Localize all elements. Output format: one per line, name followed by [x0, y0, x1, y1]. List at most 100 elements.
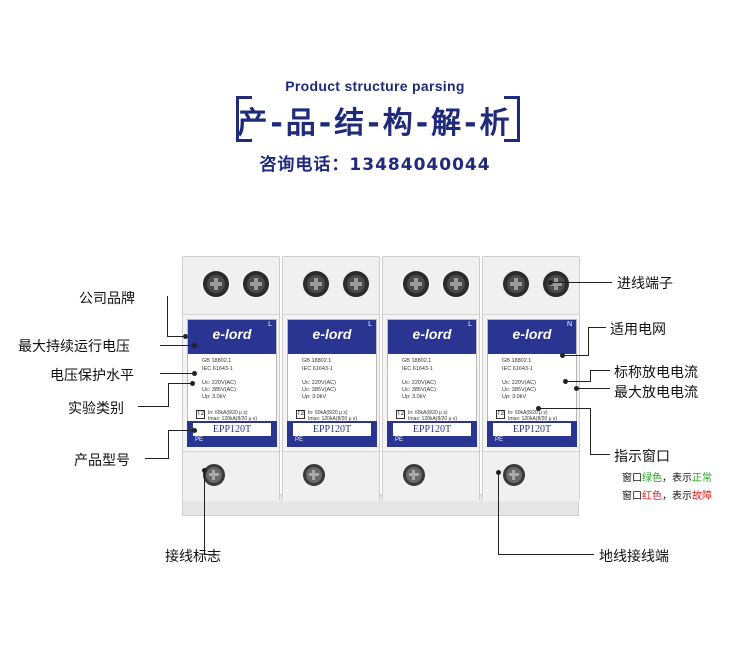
spec-uc-385: Uc: 385V(AC): [202, 387, 236, 393]
leader-line: [168, 383, 169, 407]
terminal-screw-icon: [343, 271, 369, 297]
top-terminal-block: [283, 257, 379, 315]
leader-dot: [192, 371, 197, 376]
current-specs: In: 60kA(8/20 μ s) Imax: 120kA(8/20 μ s): [208, 410, 276, 422]
label-brand-band: e-lord N: [488, 320, 576, 354]
leader-line: [168, 383, 192, 384]
spec-in: In: 60kA(8/20 μ s): [508, 410, 548, 416]
callout-wiring-mark: 接线标志: [165, 549, 221, 565]
callout-nominal-current: 标称放电电流: [614, 365, 698, 381]
top-terminal-block: [383, 257, 479, 315]
callout-model-number: 产品型号: [74, 453, 130, 469]
leader-line: [167, 336, 185, 337]
top-terminal-block: [183, 257, 279, 315]
model-band: EPP120T PE: [387, 421, 477, 447]
note-color-green: 绿色: [642, 473, 662, 484]
callout-indicator-window: 指示窗口: [614, 449, 670, 465]
callout-grid: 适用电网: [610, 322, 666, 338]
standard-iec: IEC 61643-1: [502, 366, 533, 372]
leader-line: [590, 454, 610, 455]
bottom-terminal-block: [483, 451, 579, 501]
pole-letter: L: [368, 321, 372, 328]
title-bracket-right: [504, 96, 520, 142]
voltage-specs: Uc: 220V(AC) Uc: 385V(AC) Up: 3.0kV: [302, 380, 374, 401]
leader-line: [590, 370, 591, 382]
spec-uc-385: Uc: 385V(AC): [402, 387, 436, 393]
contact-phone: 咨询电话：13484040044: [259, 155, 491, 175]
pe-mark: PE: [195, 437, 204, 443]
class-t2-mark: T2: [396, 410, 405, 419]
standard-gb: GB 18802.1: [402, 358, 432, 364]
pe-mark: PE: [295, 437, 304, 443]
note-status-fault: 故障: [692, 491, 712, 502]
model-number: EPP120T: [493, 423, 571, 436]
terminal-screw-icon: [243, 271, 269, 297]
pole-letter: N: [566, 321, 572, 328]
callout-test-class: 实验类别: [68, 401, 124, 417]
leader-line: [145, 458, 169, 459]
standard-iec: IEC 61643-1: [302, 366, 333, 372]
voltage-specs: Uc: 220V(AC) Uc: 385V(AC) Up: 3.0kV: [502, 380, 574, 401]
leader-line: [576, 388, 610, 389]
current-specs: In: 60kA(8/20 μ s) Imax: 120kA(8/20 μ s): [308, 410, 376, 422]
leader-line: [168, 430, 194, 431]
indicator-note-red: 窗口红色，表示故障: [622, 487, 712, 502]
ground-screw-icon: [503, 464, 525, 486]
note-status-normal: 正常: [692, 473, 712, 484]
page-title: 产-品-结-构-解-析: [237, 106, 513, 141]
bottom-terminal-block: [283, 451, 379, 501]
pole-letter: L: [268, 321, 272, 328]
leader-dot: [496, 470, 501, 475]
leader-line: [498, 554, 594, 555]
pole-module-1: e-lord L GB 18802.1 IEC 61643-1 Uc: 220V…: [182, 256, 280, 501]
leader-dot: [190, 381, 195, 386]
standard-gb: GB 18802.1: [302, 358, 332, 364]
class-t2-mark: T2: [296, 410, 305, 419]
standard-iec: IEC 61643-1: [202, 366, 233, 372]
note-middle: ，表示: [662, 491, 692, 502]
title-bracket-left: [236, 96, 252, 142]
leader-line: [160, 345, 194, 346]
terminal-screw-icon: [543, 271, 569, 297]
terminal-screw-icon: [443, 271, 469, 297]
note-color-red: 红色: [642, 491, 662, 502]
current-specs: In: 60kA(8/20 μ s) Imax: 120kA(8/20 μ s): [508, 410, 576, 422]
leader-line: [588, 327, 589, 355]
leader-line: [204, 554, 216, 555]
spec-imax: Imax: 120kA(8/20 μ s): [508, 416, 558, 422]
voltage-specs: Uc: 220V(AC) Uc: 385V(AC) Up: 3.0kV: [202, 380, 274, 401]
top-terminal-block: [483, 257, 579, 315]
surge-protector-device: e-lord L GB 18802.1 IEC 61643-1 Uc: 220V…: [182, 256, 580, 516]
spec-in: In: 60kA(8/20 μ s): [208, 410, 248, 416]
standard-gb: GB 18802.1: [502, 358, 532, 364]
leader-dot: [536, 406, 541, 411]
terminal-screw-icon: [303, 271, 329, 297]
leader-line: [498, 472, 499, 554]
voltage-specs: Uc: 220V(AC) Uc: 385V(AC) Up: 3.0kV: [402, 380, 474, 401]
leader-dot: [192, 428, 197, 433]
spec-up: Up: 3.0kV: [502, 394, 527, 400]
leader-line: [550, 282, 612, 283]
model-band: EPP120T PE: [187, 421, 277, 447]
leader-dot: [202, 468, 207, 473]
pole-module-3: e-lord L GB 18802.1 IEC 61643-1 Uc: 220V…: [382, 256, 480, 501]
leader-dot: [563, 379, 568, 384]
spec-uc-385: Uc: 385V(AC): [302, 387, 336, 393]
leader-line: [204, 470, 205, 554]
note-prefix: 窗口: [622, 473, 642, 484]
spec-in: In: 60kA(8/20 μ s): [408, 410, 448, 416]
brand-logo: e-lord: [312, 326, 352, 342]
leader-dot: [192, 343, 197, 348]
leader-line: [562, 355, 589, 356]
callout-ground-terminal: 地线接线端: [599, 549, 669, 565]
leader-line: [538, 408, 590, 409]
leader-line: [588, 327, 606, 328]
spec-uc-220: Uc: 220V(AC): [302, 380, 336, 386]
model-number: EPP120T: [393, 423, 471, 436]
model-number: EPP120T: [193, 423, 271, 436]
terminal-screw-icon: [503, 271, 529, 297]
leader-dot: [574, 386, 579, 391]
leader-dot: [548, 280, 553, 285]
ground-screw-icon: [303, 464, 325, 486]
label-brand-band: e-lord L: [388, 320, 476, 354]
